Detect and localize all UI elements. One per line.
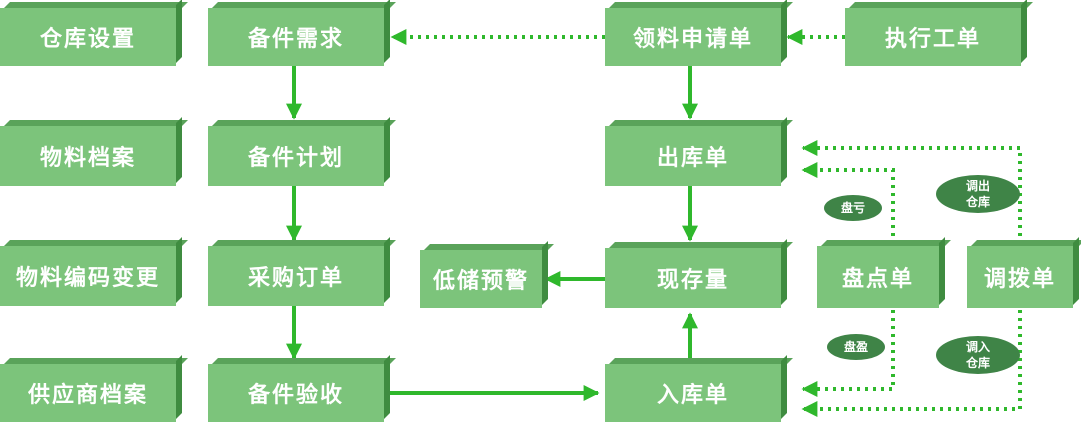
node-purchase-order: 采购订单 [208, 246, 384, 306]
label-transfer-in: 调入 仓库 [936, 336, 1020, 374]
node-execute-work-order: 执行工单 [845, 8, 1021, 66]
arrow-count-gain-to-inbound [801, 310, 895, 397]
node-warehouse-settings: 仓库设置 [0, 8, 176, 66]
label-inventory-gain: 盘盈 [827, 334, 885, 360]
node-material-archive: 物料档案 [0, 126, 176, 186]
arrow-count-loss-to-outbound [801, 162, 895, 244]
arrow-transfer-in-to-inbound [801, 310, 1022, 417]
node-spare-demand: 备件需求 [208, 8, 384, 66]
node-low-stock-warning: 低储预警 [420, 250, 542, 308]
arrow-transfer-out-to-outbound [801, 140, 1022, 244]
node-inventory-count: 盘点单 [817, 246, 939, 308]
node-stock-quantity: 现存量 [605, 248, 781, 308]
node-material-code-change: 物料编码变更 [0, 246, 176, 306]
label-transfer-out: 调出 仓库 [936, 175, 1020, 213]
node-spare-acceptance: 备件验收 [208, 364, 384, 422]
node-spare-plan: 备件计划 [208, 126, 384, 186]
node-transfer-order: 调拨单 [967, 246, 1073, 308]
label-inventory-loss: 盘亏 [824, 195, 882, 221]
node-outbound-order: 出库单 [605, 126, 781, 186]
node-material-requisition: 领料申请单 [605, 8, 781, 66]
node-inbound-order: 入库单 [605, 364, 781, 422]
node-supplier-archive: 供应商档案 [0, 364, 176, 422]
